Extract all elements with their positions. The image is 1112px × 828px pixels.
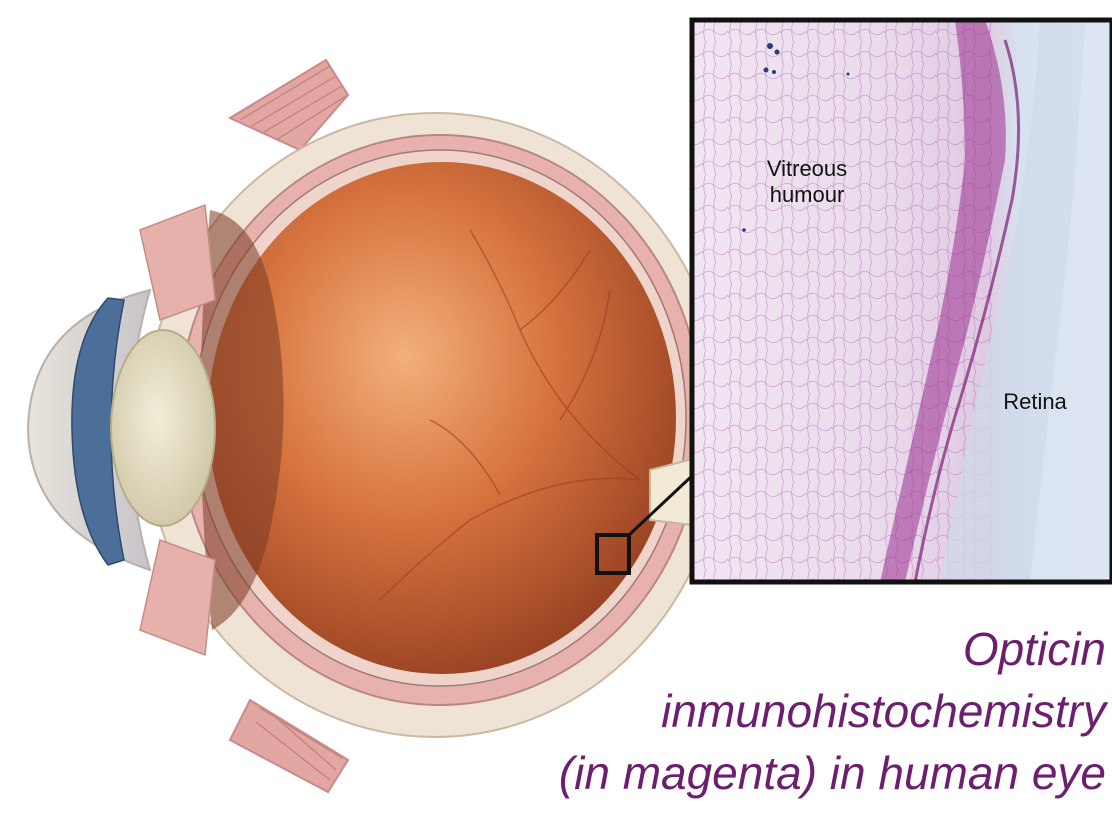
ciliary-process <box>140 205 215 320</box>
figure-caption: Opticin inmunohistochemistry (in magenta… <box>346 618 1106 804</box>
ciliary-process-lower <box>140 540 215 655</box>
label-vitreous-line2: humour <box>722 182 892 208</box>
histology-inset <box>692 20 1112 582</box>
caption-line3: (in magenta) in human eye <box>346 742 1106 804</box>
label-vitreous-humour: Vitreous humour <box>722 156 892 208</box>
caption-line2: inmunohistochemistry <box>346 680 1106 742</box>
label-retina: Retina <box>980 389 1090 415</box>
caption-line1: Opticin <box>346 618 1106 680</box>
label-vitreous-line1: Vitreous <box>722 156 892 182</box>
lens <box>111 330 215 526</box>
